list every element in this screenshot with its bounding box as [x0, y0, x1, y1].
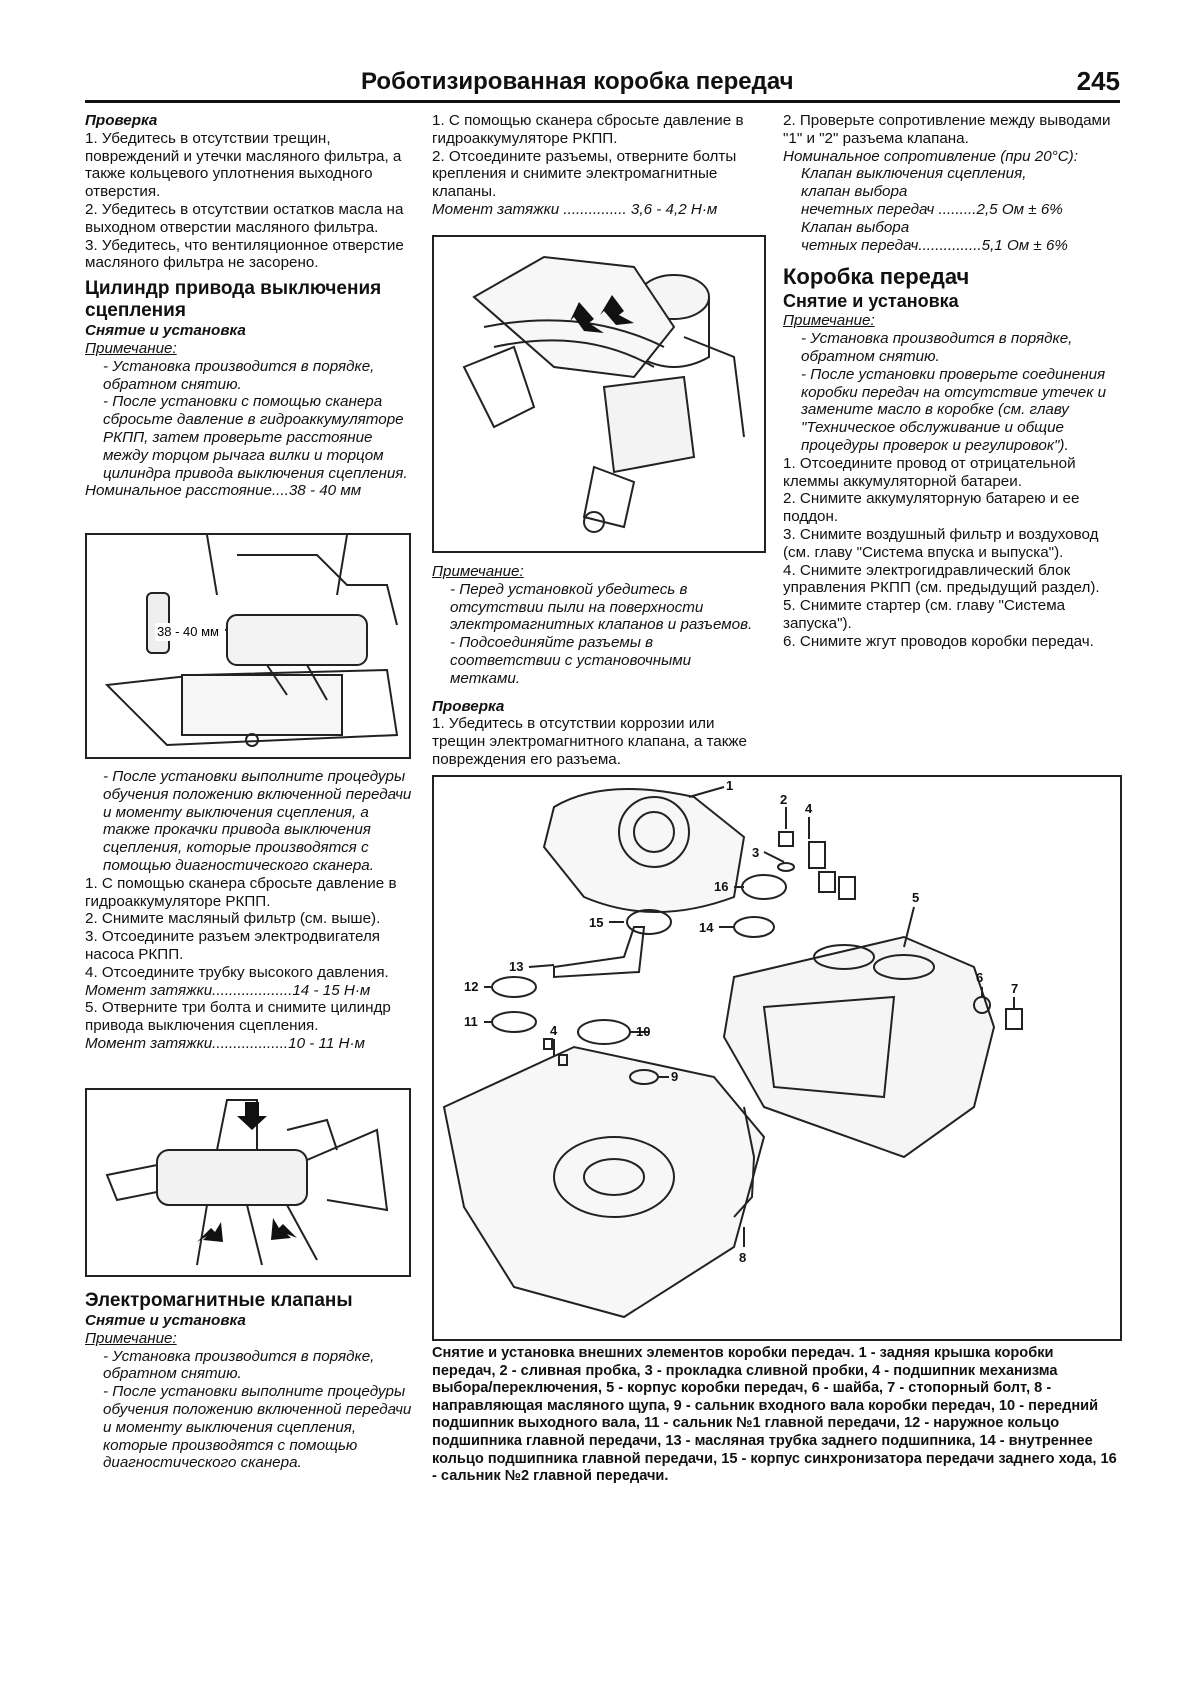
resistance-line: клапан выбора [801, 183, 908, 201]
callout-label: 9 [671, 1069, 678, 1084]
section-title-valves: Электромагнитные клапаны [85, 1290, 353, 1311]
figure-clutch-cylinder: 38 - 40 мм [85, 533, 411, 759]
step-item: 6. Снимите жгут проводов коробки передач… [783, 632, 1094, 650]
callout-label: 14 [699, 920, 714, 935]
column-1-middle: - После установки выполните процедуры об… [85, 768, 417, 1053]
callout-label: 4 [550, 1023, 558, 1038]
step-item: 5. Отверните три болта и снимите цилиндр… [85, 999, 391, 1035]
column-2: 1. С помощью сканера сбросьте давление в… [432, 112, 762, 219]
figure-solenoid-valves [432, 235, 766, 553]
torque-spec: Момент затяжки..................10 - 11 … [85, 1034, 365, 1052]
step-item: 4. Снимите электрогидравлический блок уп… [783, 561, 1100, 597]
torque-spec: Момент затяжки...................14 - 15… [85, 981, 371, 999]
step-item: 1. Отсоедините провод от отрицательной к… [783, 454, 1076, 490]
section-title-cylinder: Цилиндр привода выключения сцепления [85, 278, 382, 322]
callout-label: 8 [739, 1250, 746, 1265]
column-3: 2. Проверьте сопротивление между выводам… [783, 112, 1120, 651]
callout-label: 3 [752, 845, 759, 860]
column-1-bottom: Электромагнитные клапаны Снятие и устано… [85, 1290, 417, 1472]
step-item: 2. Проверьте сопротивление между выводам… [783, 112, 1111, 147]
subsection-title: Снятие и установка [85, 1312, 246, 1329]
check-title: Проверка [85, 112, 158, 129]
resistance-line: Клапан выключения сцепления, [801, 165, 1027, 183]
page-header: Роботизированная коробка передач 245 [85, 60, 1120, 103]
note-item: - После установки с помощью сканера сбро… [103, 393, 408, 482]
figure-caption: Снятие и установка внешних элементов кор… [432, 1345, 1117, 1485]
step-item: 4. Отсоедините трубку высокого давления. [85, 963, 389, 981]
figure-cylinder-bolts [85, 1088, 411, 1277]
note-item: - Подсоединяйте разъемы в соответствии с… [450, 634, 692, 687]
callout-label: 4 [805, 801, 813, 816]
subsection-title: Снятие и установка [783, 291, 959, 312]
step-item: 2. Отсоедините разъемы, отверните болты … [432, 147, 737, 201]
note-label: Примечание: [432, 563, 524, 580]
note-label: Примечание: [783, 312, 875, 330]
callout-label: 7 [1011, 981, 1018, 996]
page-title: Роботизированная коробка передач [361, 68, 794, 95]
note-item: - После установки выполните процедуры об… [103, 1383, 412, 1472]
note-label: Примечание: [85, 1329, 177, 1347]
step-item: 3. Снимите воздушный фильтр и воздуховод… [783, 525, 1099, 561]
note-item: - После установки проверьте соединения к… [801, 365, 1107, 454]
column-2-bottom: Примечание: - Перед установкой убедитесь… [432, 563, 762, 769]
step-item: 1. С помощью сканера сбросьте давление в… [85, 874, 397, 910]
callout-label: 5 [912, 890, 919, 905]
step-item: 2. Снимите масляный фильтр (см. выше). [85, 910, 381, 928]
check-item: 1. Убедитесь в отсутствии трещин, повреж… [85, 129, 402, 201]
callout-label: 13 [509, 959, 523, 974]
note-item: - Установка производится в порядке, обра… [103, 357, 375, 393]
column-1: Проверка 1. Убедитесь в отсутствии трещи… [85, 112, 417, 500]
subsection-title: Снятие и установка [85, 322, 246, 340]
step-item: 3. Отсоедините разъем электродвигателя н… [85, 928, 381, 963]
callout-label: 2 [780, 792, 787, 807]
check-item: 1. Убедитесь в отсутствии коррозии или т… [432, 715, 747, 768]
resistance-line: нечетных передач .........2,5 Ом ± 6% [801, 200, 1063, 218]
callout-label: 6 [976, 970, 983, 985]
callout-label: 1 [726, 778, 733, 793]
callout-label: 11 [464, 1014, 478, 1029]
figure-gearbox-exploded: 1 2 3 4 16 5 15 14 13 6 7 12 11 4 10 9 8 [432, 775, 1122, 1341]
check-item: 2. Убедитесь в отсутствии остатков масла… [85, 200, 404, 236]
note-item: - Установка производится в порядке, обра… [801, 330, 1073, 365]
step-item: 1. С помощью сканера сбросьте давление в… [432, 112, 744, 147]
figure-dimension-label: 38 - 40 мм [157, 624, 219, 639]
step-item: 5. Снимите стартер (см. главу "Система з… [783, 597, 1066, 632]
page-number: 245 [1076, 66, 1120, 96]
nominal-distance: Номинальное расстояние....38 - 40 мм [85, 482, 362, 500]
step-item: 2. Снимите аккумуляторную батарею и ее п… [783, 490, 1080, 526]
callout-label: 16 [714, 879, 728, 894]
resistance-line: Клапан выбора [801, 218, 910, 236]
check-item: 3. Убедитесь, что вентиляционное отверст… [85, 236, 404, 272]
note-item: - После установки выполните процедуры об… [103, 768, 412, 874]
note-item: - Установка производится в порядке, обра… [103, 1347, 375, 1383]
callout-label: 15 [589, 915, 603, 930]
torque-spec: Момент затяжки ............... 3,6 - 4,2… [432, 200, 718, 218]
resistance-line: четных передач...............5,1 Ом ± 6% [801, 236, 1068, 254]
note-label: Примечание: [85, 339, 177, 357]
nominal-resistance-heading: Номинальное сопротивление (при 20°С): [783, 147, 1078, 165]
note-item: - Перед установкой убедитесь в отсутстви… [450, 580, 753, 634]
callout-label: 10 [636, 1024, 650, 1039]
callout-label: 12 [464, 979, 478, 994]
section-title-gearbox: Коробка передач [783, 264, 970, 290]
check-title: Проверка [432, 697, 505, 715]
